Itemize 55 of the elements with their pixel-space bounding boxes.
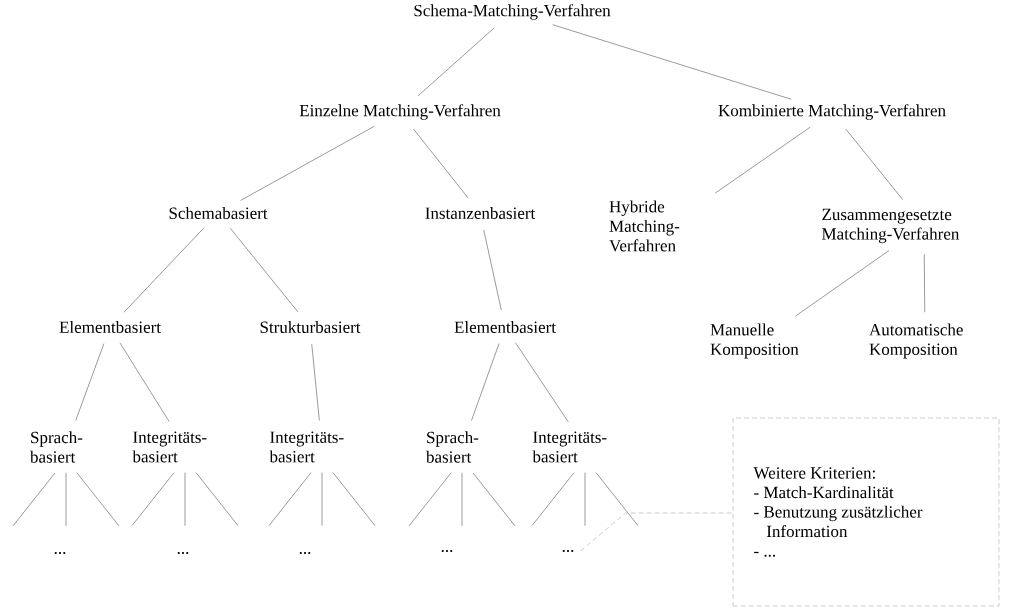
tree-line: [321, 472, 323, 526]
ellipsis-text: ...: [441, 550, 453, 552]
tree-line: [12, 472, 56, 527]
node-label: Sprach- basiert: [426, 431, 479, 463]
node-label: Integritäts- basiert: [532, 431, 607, 463]
node-label: Kombinierte Matching-Verfahren: [718, 104, 946, 120]
tree-line: [595, 472, 639, 526]
tree-line: [795, 250, 890, 317]
ellipsis-text: ...: [562, 550, 574, 552]
tree-line: [531, 472, 575, 526]
tree-line: [471, 343, 500, 421]
tree-line: [552, 24, 792, 100]
tree-line: [119, 342, 170, 422]
tree-line: [845, 128, 903, 200]
tree-line: [584, 472, 586, 526]
tree-line: [131, 472, 175, 526]
leader-line: [580, 512, 733, 552]
tree-line: [268, 472, 312, 526]
tree-line: [461, 472, 463, 527]
criteria-box: Weitere Kriterien: - Match-Kardinalität - Benutzung zusätzlicher Information - ...: [732, 417, 1000, 607]
ellipsis-text: ...: [299, 552, 311, 554]
tree-line: [413, 128, 469, 198]
ellipsis-text: ...: [54, 552, 66, 554]
tree-line: [76, 472, 120, 527]
tree-line: [65, 472, 67, 527]
tree-line: [332, 472, 376, 526]
node-label: Schema-Matching-Verfahren: [414, 4, 611, 20]
node-label: Integritäts- basiert: [269, 431, 344, 463]
tree-line: [715, 126, 811, 194]
tree-line: [483, 229, 502, 311]
tree-line: [924, 254, 925, 313]
tree-line: [75, 343, 105, 421]
tree-line: [230, 228, 298, 312]
tree-line: [417, 27, 495, 97]
tree-line: [184, 472, 186, 526]
tree-line: [515, 342, 569, 423]
node-label: Manuelle Komposition: [710, 323, 799, 359]
node-label: Integritäts- basiert: [132, 431, 207, 463]
node-label: Strukturbasiert: [260, 321, 361, 333]
node-label: Elementbasiert: [454, 321, 556, 333]
node-label: Schemabasiert: [169, 207, 268, 219]
node-label: Einzelne Matching-Verfahren: [299, 104, 501, 120]
tree-line: [472, 472, 516, 527]
ellipsis-text: ...: [177, 552, 189, 554]
node-label: Instanzenbasiert: [425, 207, 536, 219]
node-label: Automatische Komposition: [869, 323, 963, 359]
tree-line: [311, 343, 320, 421]
node-label: Elementbasiert: [59, 321, 161, 333]
node-label: Sprach- basiert: [30, 431, 83, 463]
node-label: Zusammengesetzte Matching-Verfahren: [822, 208, 960, 244]
tree-line: [408, 472, 452, 527]
tree-line: [240, 126, 375, 201]
node-label: Hybride Matching- Verfahren: [609, 200, 680, 252]
tree-line: [123, 227, 205, 313]
tree-line: [195, 472, 239, 526]
